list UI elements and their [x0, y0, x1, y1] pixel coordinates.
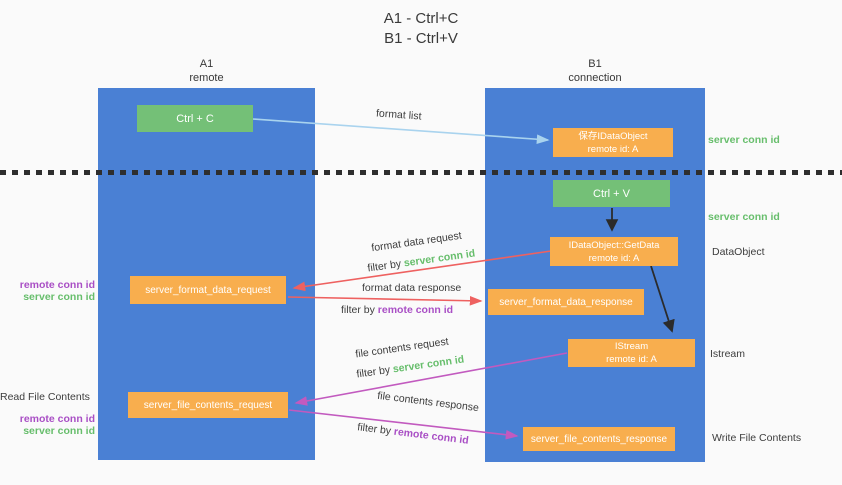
- arrow-format-data-response: [287, 295, 483, 306]
- node-ctrl-c-label: Ctrl + C: [176, 112, 214, 125]
- node-server-file-contents-request-label: server_file_contents_request: [143, 399, 273, 411]
- lane-b1-name: B1: [588, 58, 602, 70]
- filter-by-text: filter by: [356, 421, 392, 438]
- label-filter-by-remote-conn-id-2: filter by remote conn id: [357, 421, 470, 447]
- node-idataobject-getdata-line1: IDataObject::GetData: [568, 239, 660, 251]
- node-server-format-data-response: server_format_data_response: [488, 289, 644, 315]
- server-conn-id-text: server conn id: [392, 353, 465, 376]
- node-ctrl-c: Ctrl + C: [137, 105, 253, 132]
- node-server-file-contents-request: server_file_contents_request: [128, 392, 288, 418]
- node-save-idataobject-line2: remote id: A: [587, 143, 639, 155]
- diagram-title-line1: A1 - Ctrl+C: [383, 10, 459, 27]
- lane-header-b1: B1 connection: [485, 57, 705, 85]
- side-label-server-conn-id-2: server conn id: [708, 211, 780, 223]
- remote-conn-id-label: remote conn id: [19, 413, 95, 425]
- label-filter-by-remote-conn-id-1: filter by remote conn id: [341, 304, 453, 316]
- label-file-contents-response: file contents response: [376, 389, 480, 415]
- filter-by-text: filter by: [366, 257, 402, 275]
- node-ctrl-v-label: Ctrl + V: [593, 187, 630, 200]
- dotted-separator: [0, 170, 842, 175]
- node-server-file-contents-response-label: server_file_contents_response: [530, 433, 668, 445]
- side-label-conn-ids-format: remote conn id server conn id: [10, 279, 95, 303]
- remote-conn-id-text: remote conn id: [377, 304, 454, 316]
- lane-b1-role: connection: [568, 72, 622, 84]
- lane-a1-name: A1: [199, 58, 214, 70]
- node-istream-line1: IStream: [614, 341, 649, 352]
- node-server-format-data-request-label: server_format_data_request: [145, 284, 271, 296]
- side-label-istream: Istream: [710, 348, 746, 360]
- filter-by-text: filter by: [341, 304, 375, 316]
- label-format-list: format list: [375, 107, 422, 123]
- node-idataobject-getdata-line2: remote id: A: [588, 252, 640, 264]
- side-label-dataobject: DataObject: [712, 246, 765, 258]
- side-label-write-file-contents: Write File Contents: [712, 432, 802, 444]
- side-label-server-conn-id-1: server conn id: [708, 134, 780, 146]
- lane-a1-role: remote: [189, 72, 224, 84]
- server-conn-id-label: server conn id: [23, 425, 95, 437]
- server-conn-id-label: server conn id: [23, 291, 95, 303]
- node-server-format-data-response-label: server_format_data_response: [499, 296, 633, 308]
- remote-conn-id-label: remote conn id: [19, 279, 95, 291]
- node-save-idataobject: 保存IDataObject remote id: A: [553, 128, 673, 157]
- side-label-conn-ids-file: remote conn id server conn id: [10, 413, 95, 437]
- server-conn-id-text: server conn id: [403, 247, 476, 270]
- lane-header-a1: A1 remote: [98, 57, 315, 85]
- node-server-file-contents-response: server_file_contents_response: [523, 427, 675, 451]
- side-label-read-file-contents: Read File Contents: [0, 391, 90, 403]
- diagram-title-line2: B1 - Ctrl+V: [384, 30, 458, 47]
- diagram-title: A1 - Ctrl+C B1 - Ctrl+V: [0, 9, 842, 49]
- node-ctrl-v: Ctrl + V: [553, 180, 670, 207]
- node-istream: IStream remote id: A: [568, 339, 695, 367]
- filter-by-text: filter by: [355, 363, 391, 381]
- node-server-format-data-request: server_format_data_request: [130, 276, 286, 304]
- label-format-data-response: format data response: [362, 282, 462, 294]
- node-idataobject-getdata: IDataObject::GetData remote id: A: [550, 237, 678, 266]
- remote-conn-id-text: remote conn id: [393, 425, 470, 447]
- node-istream-line2: remote id: A: [606, 354, 657, 365]
- node-save-idataobject-line1: 保存IDataObject: [578, 130, 648, 142]
